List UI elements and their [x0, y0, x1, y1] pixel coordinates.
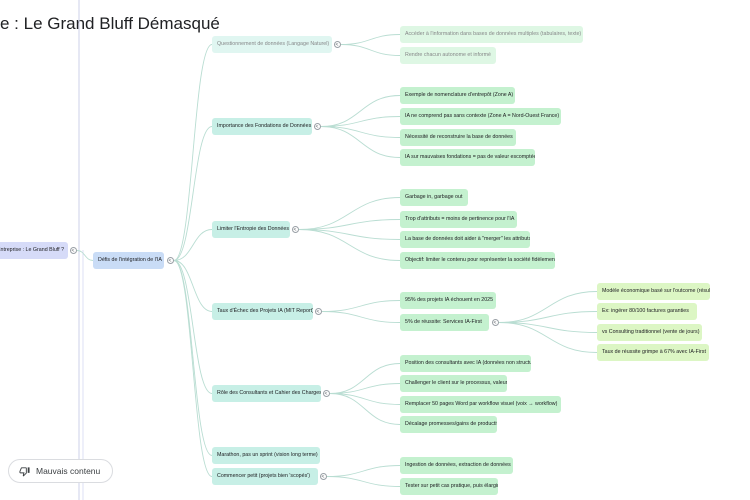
connector-line	[76, 250, 94, 261]
feedback-button[interactable]: Mauvais contenu	[8, 459, 114, 483]
collapse-toggle-icon[interactable]: <	[314, 308, 322, 315]
detail-node[interactable]: vs Consulting traditionnel (vente de jou…	[597, 324, 702, 341]
subtopic-node[interactable]: Challenger le client sur le processus, v…	[400, 375, 507, 392]
connector-line	[298, 229, 401, 240]
topic-node[interactable]: Importance des Fondations de Données	[212, 118, 312, 135]
detail-node[interactable]: Ex: ingérer 80/100 factures garanties	[597, 303, 697, 320]
subtopic-node[interactable]: Garbage in, garbage out	[400, 189, 468, 206]
subtopic-node[interactable]: Trop d'attributs = moins de pertinence p…	[400, 211, 517, 228]
collapse-toggle-icon[interactable]: <	[313, 123, 321, 130]
topic-node[interactable]: Questionnement de données (Langage Natur…	[212, 36, 332, 53]
connector-line	[498, 311, 598, 323]
collapse-toggle-icon[interactable]: <	[322, 390, 330, 397]
topic-node[interactable]: Taux d'Échec des Projets IA (MIT Report)	[212, 303, 313, 320]
subtopic-node[interactable]: IA ne comprend pas sans contexte (Zone A…	[400, 108, 561, 125]
collapse-toggle-icon[interactable]: <	[333, 41, 341, 48]
connector-line	[326, 465, 401, 477]
connector-line	[326, 476, 401, 487]
subtopic-node[interactable]: Tester sur petit cas pratique, puis élar…	[400, 478, 498, 495]
connector-line	[329, 393, 401, 425]
connector-line	[173, 229, 213, 261]
subtopic-node[interactable]: Exemple de nomenclature d'entrepôt (Zone…	[400, 87, 515, 104]
collapse-toggle-icon[interactable]: <	[166, 257, 174, 264]
collapse-toggle-icon[interactable]: <	[69, 247, 77, 254]
connector-line	[320, 126, 401, 138]
connector-line	[498, 291, 598, 323]
connector-line	[329, 393, 401, 405]
subtopic-node[interactable]: Ingestion de données, extraction de donn…	[400, 457, 513, 474]
connector-line	[321, 311, 401, 323]
subtopic-node[interactable]: Nécessité de reconstruire la base de don…	[400, 129, 516, 146]
feedback-label: Mauvais contenu	[36, 466, 101, 476]
connector-line	[498, 322, 598, 333]
subtopic-node[interactable]: Objectif: limiter le contenu pour représ…	[400, 252, 555, 269]
topic-node[interactable]: Limiter l'Entropie des Données	[212, 221, 290, 238]
connector-line	[173, 44, 213, 261]
collapse-toggle-icon[interactable]: <	[291, 226, 299, 233]
subtopic-node[interactable]: Décalage promesses/gains de productivité	[400, 416, 497, 433]
collapse-toggle-icon[interactable]: <	[491, 319, 499, 326]
subtopic-node[interactable]: La base de données doit aider à "merger"…	[400, 231, 530, 248]
connector-line	[320, 126, 401, 158]
detail-node[interactable]: Taux de réussite grimpe à 67% avec IA-Fi…	[597, 344, 709, 361]
connector-line	[320, 116, 401, 127]
connector-line	[329, 383, 401, 394]
connector-line	[173, 260, 213, 312]
root-node[interactable]: Entreprise : Le Grand Bluff ?	[0, 242, 68, 259]
connector-line	[298, 229, 401, 261]
connector-line	[320, 95, 401, 127]
detail-node[interactable]: Modèle économique basé sur l'outcome (ré…	[597, 283, 710, 300]
topic-node[interactable]: Rôle des Consultants et Cahier des Charg…	[212, 385, 321, 402]
thumbs-down-icon	[19, 466, 30, 477]
connector-line	[173, 126, 213, 261]
collapse-toggle-icon[interactable]: <	[319, 473, 327, 480]
connector-line	[498, 322, 598, 353]
topic-node[interactable]: Commencer petit (projets bien 'scopés')	[212, 468, 318, 485]
subtopic-node[interactable]: Position des consultants avec IA (donnée…	[400, 355, 531, 372]
connector-line	[298, 219, 401, 230]
page-title: e : Le Grand Bluff Démasqué	[0, 14, 220, 33]
connector-line	[173, 260, 213, 394]
connector-line	[173, 260, 213, 477]
connector-line	[329, 363, 401, 394]
subtopic-node[interactable]: Accéder à l'information dans bases de do…	[400, 26, 583, 43]
subtopic-node[interactable]: IA sur mauvaises fondations = pas de val…	[400, 149, 535, 166]
connector-line	[298, 197, 401, 230]
subtopic-node[interactable]: 5% de réussite: Services IA-First	[400, 314, 489, 331]
subtopic-node[interactable]: Remplacer 50 pages Word par workflow vis…	[400, 396, 561, 413]
connector-line	[340, 44, 401, 56]
branch-node[interactable]: Défis de l'intégration de l'IA	[93, 252, 164, 269]
connector-line	[321, 300, 401, 312]
connector-line	[173, 260, 213, 456]
topic-node[interactable]: Marathon, pas un sprint (vision long ter…	[212, 447, 320, 464]
subtopic-node[interactable]: 95% des projets IA échouent en 2025	[400, 292, 496, 309]
connector-line	[340, 34, 401, 45]
subtopic-node[interactable]: Rendre chacun autonome et informé	[400, 47, 496, 64]
